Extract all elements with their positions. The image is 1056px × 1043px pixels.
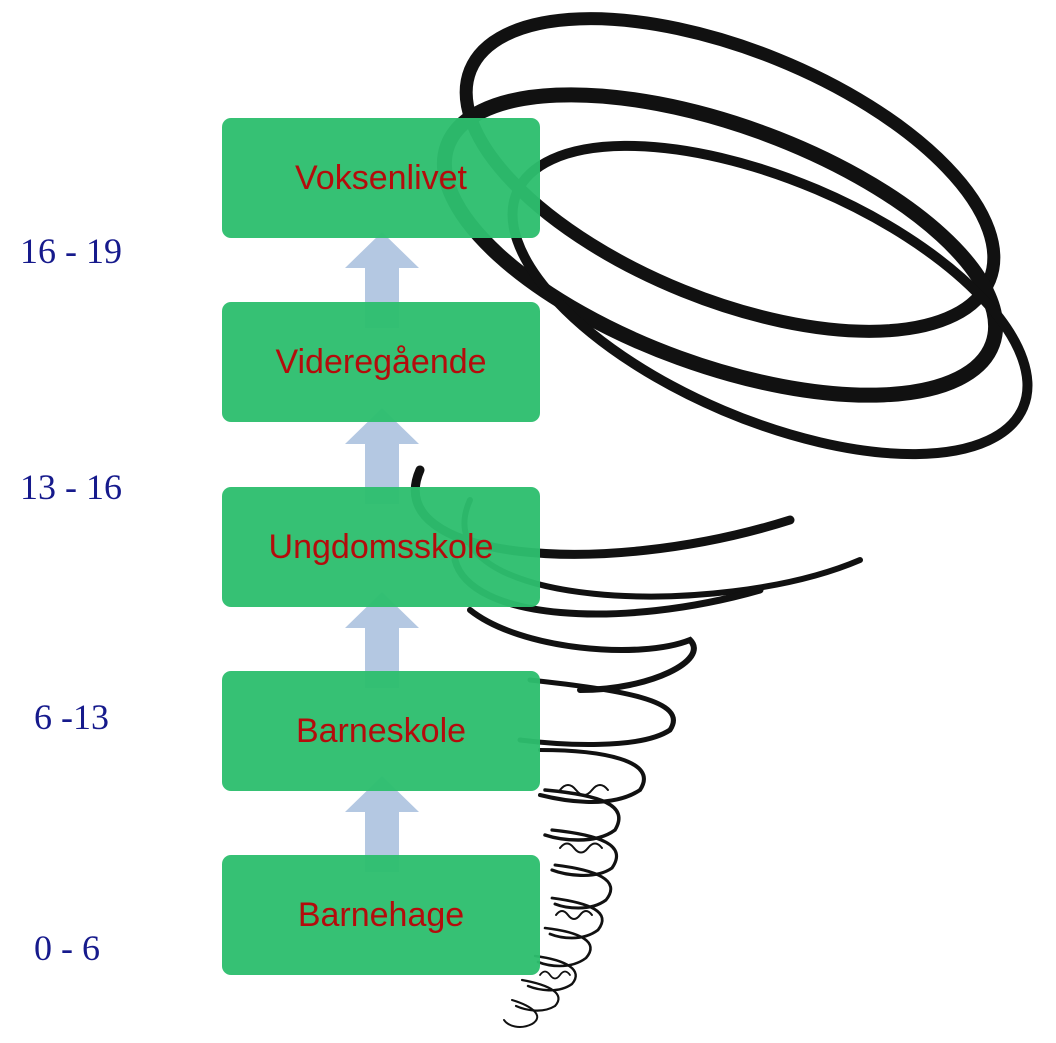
- stage-label: Videregående: [275, 342, 487, 381]
- arrow-up-icon: [345, 776, 419, 872]
- arrow-up-icon: [345, 592, 419, 688]
- stage-videregaende: Videregående: [222, 302, 540, 422]
- stage-voksenlivet: Voksenlivet: [222, 118, 540, 238]
- arrow-up-icon: [345, 232, 419, 328]
- age-range-label: 6 -13: [34, 697, 109, 737]
- age-range-label: 0 - 6: [34, 928, 100, 968]
- stage-label: Ungdomsskole: [268, 527, 494, 566]
- stage-label: Barneskole: [295, 711, 467, 750]
- stage-label: Voksenlivet: [295, 158, 467, 197]
- stage-barneskole: Barneskole: [222, 671, 540, 791]
- stage-barnehage: Barnehage: [222, 855, 540, 975]
- arrow-up-icon: [345, 408, 419, 504]
- age-range-label: 16 - 19: [20, 231, 122, 271]
- age-range-label: 13 - 16: [20, 467, 122, 507]
- stage-ungdomsskole: Ungdomsskole: [222, 487, 540, 607]
- stage-label: Barnehage: [297, 895, 465, 934]
